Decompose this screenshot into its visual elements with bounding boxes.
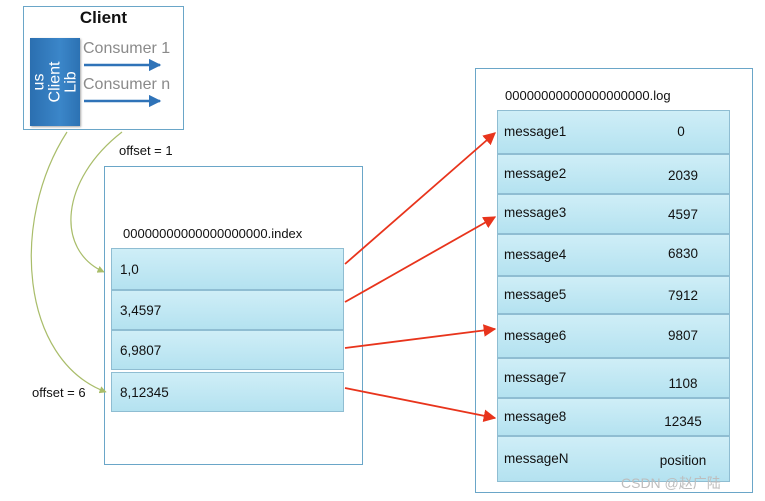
log-entry-message: message2	[504, 166, 567, 181]
pointer-arrow	[344, 324, 497, 349]
log-entry: message3 4597	[497, 194, 730, 234]
log-entry-message: message7	[504, 370, 567, 385]
offset-6-curve	[30, 131, 107, 394]
index-entry: 8,12345	[111, 372, 344, 412]
log-entry: message7 1108	[497, 358, 730, 398]
client-title: Client	[79, 8, 128, 27]
log-entry-position: 6830	[667, 246, 699, 261]
log-entry-message: message3	[504, 205, 567, 220]
log-entry-position: position	[659, 453, 707, 468]
pointer-arrow	[344, 216, 497, 303]
index-entry-text: 1,0	[120, 261, 139, 277]
consumer-n-label: Consumer n	[83, 76, 171, 93]
log-entry: message6 9807	[497, 314, 730, 358]
pointer-arrow	[344, 132, 496, 265]
index-entry-text: 8,12345	[120, 384, 169, 400]
log-entry: message4 6830	[497, 234, 730, 276]
log-entry: message1 0	[497, 110, 730, 154]
index-entry-text: 6,9807	[120, 342, 162, 358]
watermark: CSDN @赵广陆	[621, 475, 721, 491]
log-entry-message: messageN	[504, 451, 569, 466]
offset-1-curve	[70, 131, 123, 273]
log-entry: message8 12345	[497, 398, 730, 436]
log-filename: 00000000000000000000.log	[505, 88, 671, 103]
index-entry-text: 3,4597	[120, 302, 162, 318]
log-entry-position: 7912	[667, 288, 699, 303]
log-entry-position: 12345	[664, 414, 702, 429]
consumer-1-label: Consumer 1	[83, 40, 171, 57]
log-entry: message2 2039	[497, 154, 730, 194]
index-entry: 3,4597	[111, 290, 344, 330]
log-entry-position: 9807	[667, 328, 699, 343]
pointer-arrow	[344, 387, 497, 422]
index-entry: 6,9807	[111, 330, 344, 370]
log-entry-position: 4597	[667, 207, 699, 222]
offset-6-label: offset = 6	[32, 385, 86, 400]
log-entry-message: message4	[504, 247, 567, 262]
log-entry: message5 7912	[497, 276, 730, 314]
log-entry-message: message6	[504, 328, 567, 343]
log-entry-position: 2039	[667, 168, 699, 183]
client-lib-block	[30, 38, 80, 126]
index-filename: 00000000000000000000.index	[123, 226, 303, 241]
log-entry-message: message8	[504, 409, 567, 424]
log-entry-position: 0	[677, 124, 685, 139]
log-entry: messageN position	[497, 436, 730, 482]
log-entry-position: 1108	[668, 376, 698, 391]
log-entry-message: message5	[504, 287, 567, 302]
log-entry-message: message1	[504, 124, 567, 139]
offset-1-label: offset = 1	[119, 143, 173, 158]
index-entry: 1,0	[111, 248, 344, 290]
